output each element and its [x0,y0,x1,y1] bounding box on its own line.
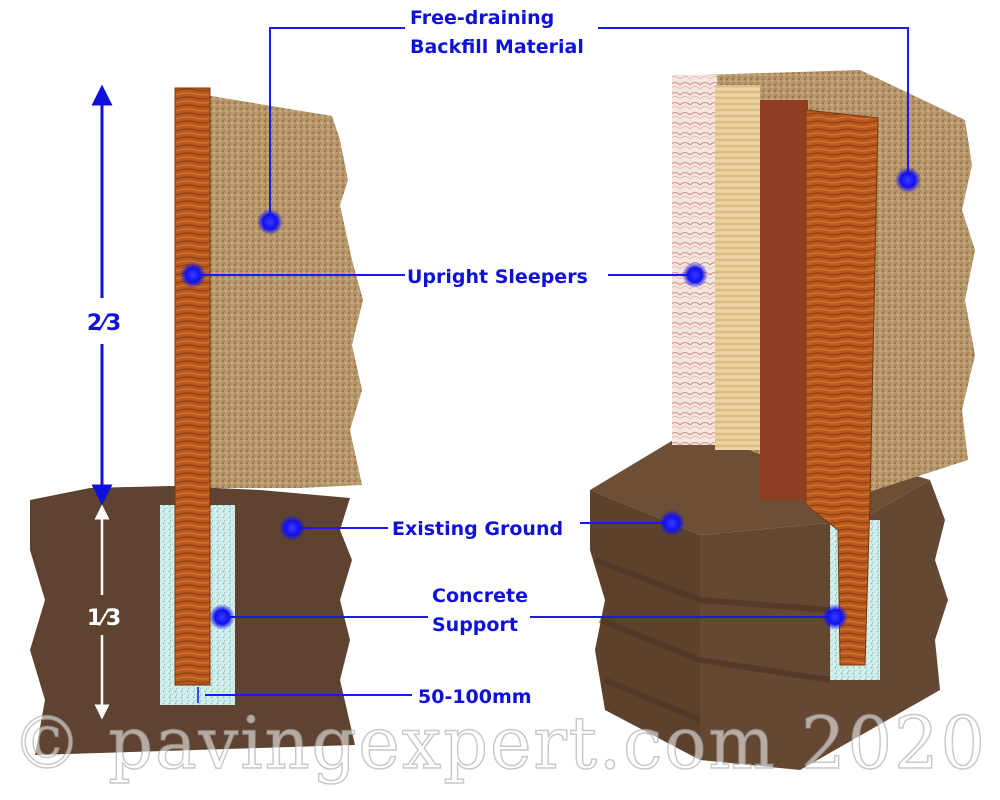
dot-sleepers-left [180,262,206,288]
label-concrete-line1: Concrete [432,585,528,607]
left-section [30,88,363,755]
label-concrete-line2: Support [432,614,518,636]
watermark: © pavingexpert.com 2020 [12,701,987,785]
dot-backfill-right [895,167,921,193]
dot-backfill-left [257,209,283,235]
dot-ground-left [279,515,305,541]
left-upright-sleeper [175,88,210,685]
upper-fraction-label: 2⁄3 [87,311,121,336]
dot-ground-right [659,510,685,536]
dot-sleepers-right [682,262,708,288]
label-backfill-line1: Free-draining [410,7,554,29]
dot-concrete-right [822,604,848,630]
label-sleepers: Upright Sleepers [407,266,588,288]
dot-concrete-left [209,604,235,630]
left-backfill [205,95,363,488]
label-ground: Existing Ground [392,518,563,540]
right-endgrain-face [672,75,717,445]
lower-fraction-label: 1⁄3 [87,606,121,631]
label-backfill-line2: Backfill Material [410,36,584,58]
right-light-timber [715,85,760,450]
right-dark-timber [760,100,808,500]
labels: Free-draining Backfill Material Upright … [392,7,588,708]
